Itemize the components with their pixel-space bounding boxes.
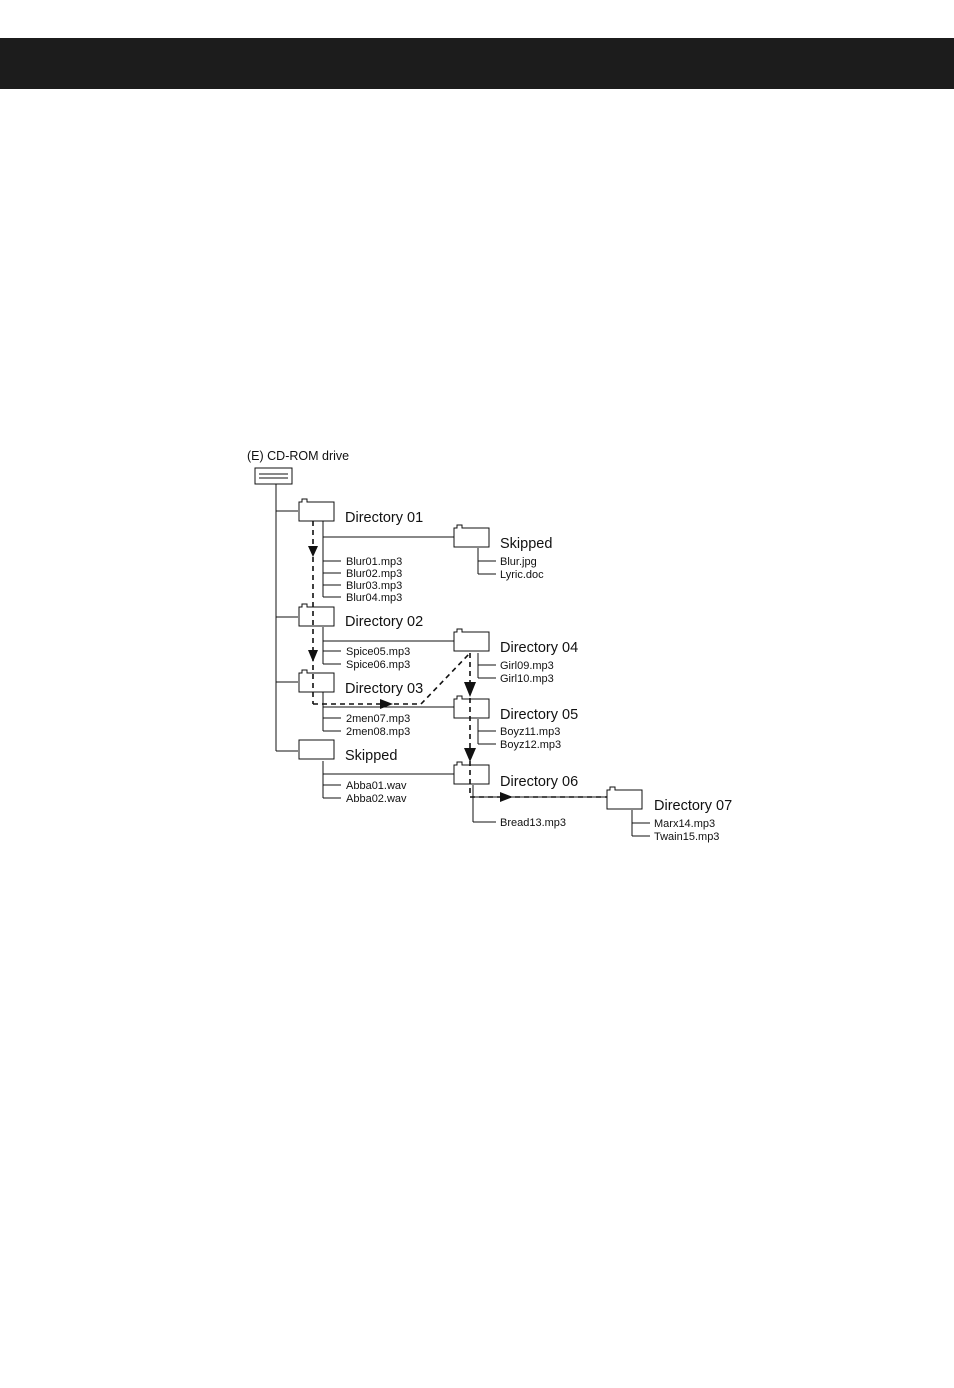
file-name: Boyz11.mp3: [500, 726, 560, 738]
folder-label-directory-06: Directory 06: [500, 774, 578, 790]
folder-label-directory-07: Directory 07: [654, 798, 732, 814]
arrow-icon: [464, 748, 476, 762]
arrow-icon: [308, 546, 318, 557]
file-name: Girl10.mp3: [500, 673, 554, 685]
folder-label-directory-01: Directory 01: [345, 510, 423, 526]
folder-icon: [298, 498, 335, 522]
file-name: Blur03.mp3: [346, 580, 402, 592]
folder-icon: [606, 786, 643, 810]
folder-icon: [298, 739, 335, 760]
arrow-icon: [500, 792, 513, 802]
tree-lines: [275, 484, 650, 837]
folder-icon: [453, 761, 490, 785]
file-name: Spice05.mp3: [346, 646, 410, 658]
folder-icon: [298, 669, 335, 693]
file-name: Abba01.wav: [346, 780, 407, 792]
file-name: Abba02.wav: [346, 793, 407, 805]
file-name: Blur01.mp3: [346, 556, 402, 568]
folder-label-directory-05: Directory 05: [500, 707, 578, 723]
folder-label-directory-04: Directory 04: [500, 640, 578, 656]
header-bar: [0, 38, 954, 89]
file-name: 2men07.mp3: [346, 713, 410, 725]
file-name: Girl09.mp3: [500, 660, 554, 672]
arrow-icon: [308, 650, 318, 662]
arrow-icon: [464, 682, 476, 697]
folder-icon: [453, 524, 490, 548]
file-name: Bread13.mp3: [500, 817, 566, 829]
folder-icon: [298, 603, 335, 627]
file-name: Spice06.mp3: [346, 659, 410, 671]
file-name: Blur02.mp3: [346, 568, 402, 580]
file-name: Lyric.doc: [500, 569, 544, 581]
cd-rom-drive-icon: [254, 467, 293, 485]
file-name: Blur04.mp3: [346, 592, 402, 604]
folder-label-directory-02: Directory 02: [345, 614, 423, 630]
file-name: 2men08.mp3: [346, 726, 410, 738]
file-name: Marx14.mp3: [654, 818, 715, 830]
folder-icon: [453, 628, 490, 652]
folder-label-directory-03: Directory 03: [345, 681, 423, 697]
file-name: Twain15.mp3: [654, 831, 719, 843]
drive-label: (E) CD-ROM drive: [247, 449, 349, 463]
file-name: Blur.jpg: [500, 556, 537, 568]
folder-icon: [453, 695, 490, 719]
arrow-icon: [380, 699, 393, 709]
folder-label-skipped: Skipped: [345, 748, 397, 764]
folder-label-skipped: Skipped: [500, 536, 552, 552]
file-name: Boyz12.mp3: [500, 739, 561, 751]
